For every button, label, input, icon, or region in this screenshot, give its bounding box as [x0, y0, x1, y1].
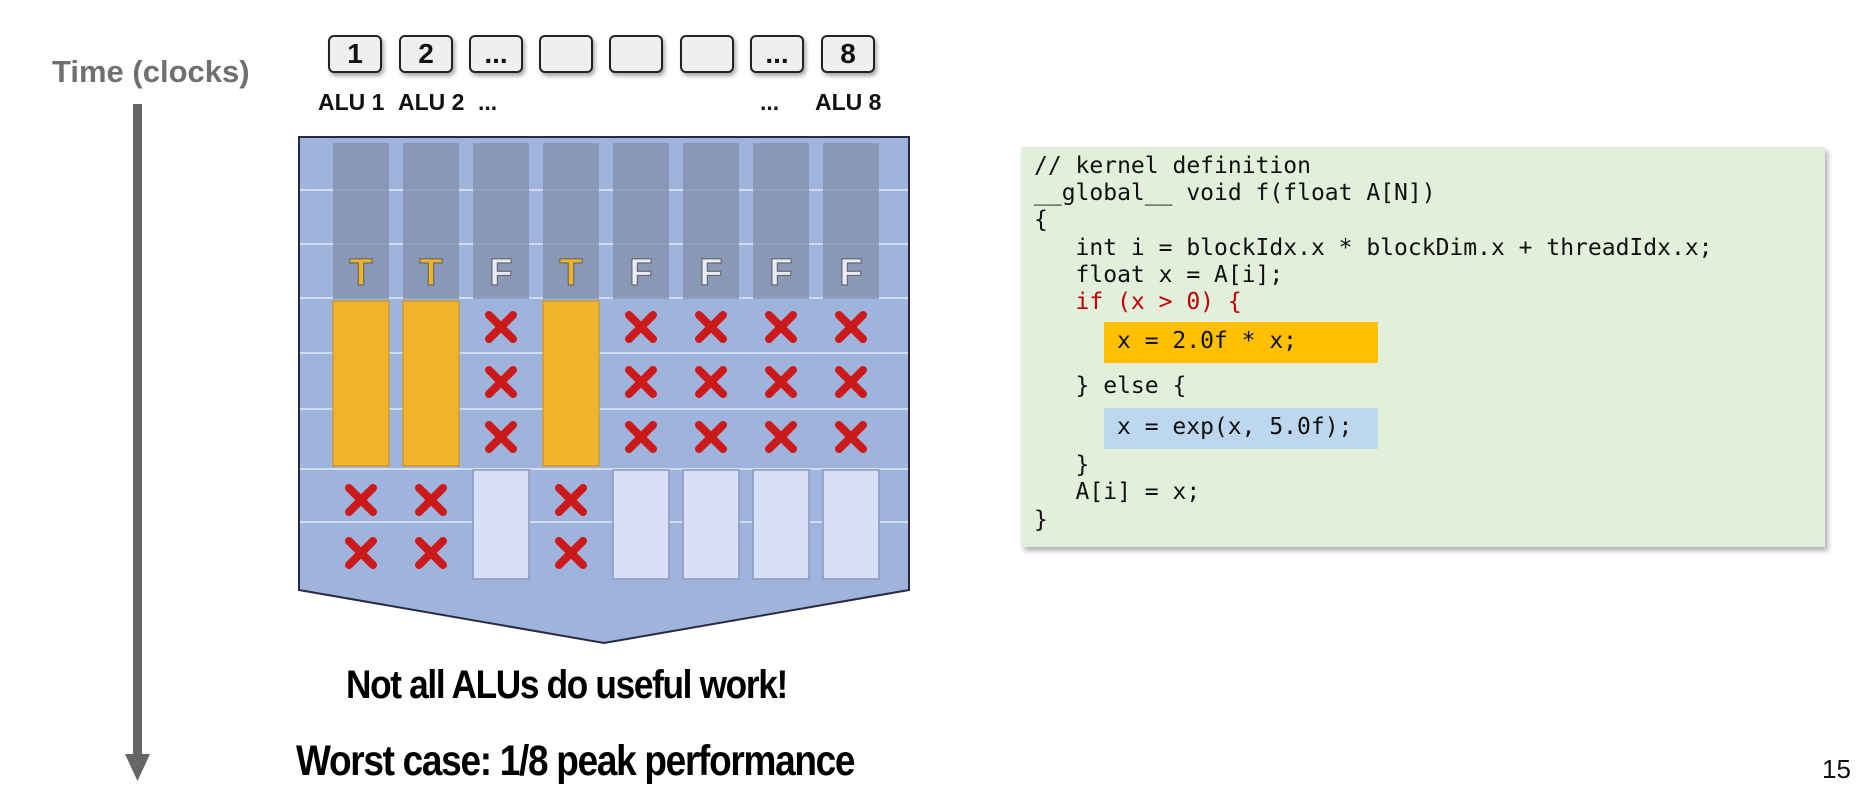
- idle-mark: [485, 421, 517, 453]
- alu-label-3: ...: [478, 89, 498, 115]
- lane-header-column: [823, 143, 879, 299]
- lane-flag-8: F: [839, 252, 862, 294]
- lane-header-column: [473, 143, 529, 299]
- if-branch-work: [402, 300, 460, 467]
- lane-header-column: [333, 143, 389, 299]
- code-line: // kernel definition: [1034, 153, 1311, 179]
- idle-mark: [625, 421, 657, 453]
- else-branch-work: [822, 469, 880, 580]
- code-line: {: [1034, 207, 1048, 233]
- lane-flag-1: T: [349, 252, 372, 294]
- idle-mark: [765, 366, 797, 398]
- alu-label-1: ALU 1: [318, 89, 385, 115]
- true-branch-code: x = 2.0f * x;: [1117, 328, 1298, 354]
- idle-mark: [625, 311, 657, 343]
- idle-mark: [695, 366, 727, 398]
- idle-mark: [765, 421, 797, 453]
- time-arrow: [125, 104, 150, 781]
- lane-flag-2: T: [419, 252, 442, 294]
- alu-box-3: ...: [469, 35, 523, 73]
- idle-mark: [695, 311, 727, 343]
- false-branch-code: x = exp(x, 5.0f);: [1117, 414, 1353, 440]
- alu-box-6: [680, 35, 734, 73]
- lane-header-column: [543, 143, 599, 299]
- alu-label-7: ...: [760, 89, 780, 115]
- caption-worst-case: Worst case: 1/8 peak performance: [296, 737, 855, 785]
- true-branch-highlight: x = 2.0f * x;: [1104, 322, 1378, 363]
- lane-flag-5: F: [629, 252, 652, 294]
- idle-mark: [555, 484, 587, 516]
- alu-label-2: ALU 2: [398, 89, 465, 115]
- else-branch-work: [752, 469, 810, 580]
- alu-box-5: [609, 35, 663, 73]
- lane-flag-3: F: [489, 252, 512, 294]
- code-line: int i = blockIdx.x * blockDim.x + thread…: [1034, 235, 1713, 261]
- idle-mark: [835, 366, 867, 398]
- false-branch-highlight: x = exp(x, 5.0f);: [1104, 408, 1378, 449]
- lane-header-column: [403, 143, 459, 299]
- idle-mark: [835, 421, 867, 453]
- lane-flag-6: F: [699, 252, 722, 294]
- lane-header-column: [613, 143, 669, 299]
- alu-box-1: 1: [328, 35, 382, 73]
- code-line: A[i] = x;: [1034, 479, 1201, 505]
- idle-mark: [485, 366, 517, 398]
- code-if-line: if (x > 0) {: [1034, 289, 1242, 315]
- code-line: float x = A[i];: [1034, 262, 1284, 288]
- idle-mark: [625, 366, 657, 398]
- alu-label-8: ALU 8: [815, 89, 882, 115]
- code-line: }: [1034, 507, 1048, 533]
- idle-mark: [835, 311, 867, 343]
- lane-header-column: [753, 143, 809, 299]
- time-axis-label: Time (clocks): [52, 54, 250, 89]
- alu-box-8: 8: [821, 35, 875, 73]
- code-line: __global__ void f(float A[N]): [1034, 180, 1436, 206]
- else-branch-work: [612, 469, 670, 580]
- idle-mark: [345, 484, 377, 516]
- code-panel: // kernel definition __global__ void f(f…: [1021, 147, 1825, 547]
- if-branch-work: [542, 300, 600, 467]
- idle-mark: [485, 311, 517, 343]
- code-line: }: [1034, 452, 1090, 478]
- lane-flag-4: T: [559, 252, 582, 294]
- idle-mark: [695, 421, 727, 453]
- code-else-line: } else {: [1034, 373, 1187, 399]
- idle-mark: [345, 537, 377, 569]
- caption-useful-work: Not all ALUs do useful work!: [346, 663, 788, 707]
- lane-flag-7: F: [769, 252, 792, 294]
- page-number: 15: [1822, 754, 1851, 784]
- lane-panel: [298, 136, 910, 645]
- alu-box-4: [539, 35, 593, 73]
- idle-mark: [765, 311, 797, 343]
- lane-header-column: [683, 143, 739, 299]
- else-branch-work: [682, 469, 740, 580]
- else-branch-work: [472, 469, 530, 580]
- if-branch-work: [332, 300, 390, 467]
- alu-box-2: 2: [399, 35, 453, 73]
- idle-mark: [555, 537, 587, 569]
- idle-mark: [415, 484, 447, 516]
- alu-box-7: ...: [750, 35, 804, 73]
- idle-mark: [415, 537, 447, 569]
